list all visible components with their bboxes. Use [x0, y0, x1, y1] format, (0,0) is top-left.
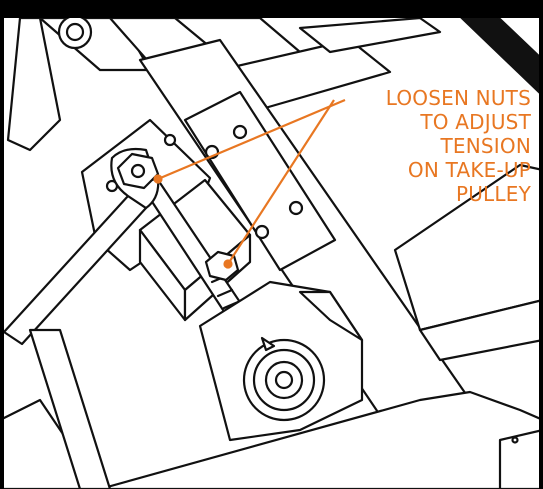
leader-line-lower-nut: [227, 99, 335, 265]
top-adjustment-nut: [116, 152, 160, 190]
callout-line-5: PULLEY: [455, 182, 531, 206]
callout-line-1: LOOSEN NUTS: [385, 86, 531, 110]
callout-line-2: TO ADJUST: [420, 110, 531, 134]
right-frame-rails: [393, 0, 543, 362]
side-mount-plate: [183, 90, 337, 272]
callout-line-3: TENSION: [440, 134, 531, 158]
callout-leader-lines: [153, 98, 346, 269]
tension-callout: LOOSEN NUTS TO ADJUST TENSION ON TAKE-UP…: [311, 86, 531, 206]
leader-target-top-nut: [153, 174, 163, 184]
leader-line-top-nut: [157, 98, 346, 181]
leader-target-lower-nut: [223, 259, 233, 269]
take-up-pulley: [242, 336, 326, 422]
callout-line-4: ON TAKE-UP: [407, 158, 531, 182]
bottom-frame-rails: [0, 328, 543, 489]
